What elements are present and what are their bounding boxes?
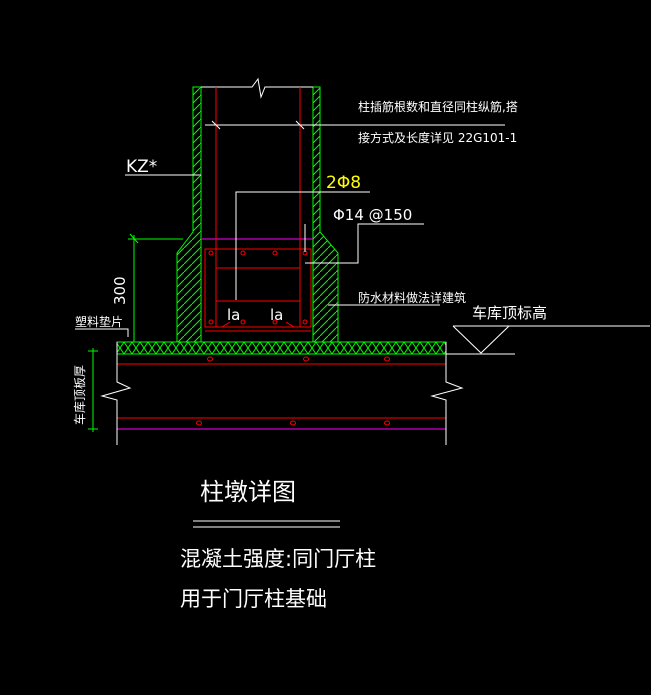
elevation-label: 车库顶标高 <box>472 304 547 322</box>
pad-label: 塑料垫片 <box>75 314 123 329</box>
slab-thickness-label: 车库顶板厚 <box>72 365 87 425</box>
anchor-left-label: la <box>227 306 240 324</box>
stirrup-top-label: 2Φ8 <box>326 173 361 193</box>
dowel-note-line2: 接方式及长度详见 22G101-1 <box>358 130 517 145</box>
dowel-note-line1: 柱插筋根数和直径同柱纵筋,搭 <box>358 99 518 114</box>
break-line <box>201 77 313 99</box>
anchor-right-label: la <box>270 306 283 324</box>
waterproof-note: 防水材料做法详建筑 <box>358 290 466 305</box>
roof-slab <box>100 342 464 445</box>
leaders <box>75 120 650 355</box>
rebar <box>204 87 312 332</box>
stirrup-label: Φ14 @150 <box>333 206 412 224</box>
dimension-300: 300 <box>111 276 129 305</box>
note-line-2: 用于门厅柱基础 <box>180 587 327 611</box>
column-label: KZ* <box>126 157 157 177</box>
dimension-lines <box>88 233 183 432</box>
column-outline <box>176 77 339 343</box>
drawing-title: 柱墩详图 <box>200 478 296 506</box>
note-line-1: 混凝土强度:同门厅柱 <box>180 547 376 571</box>
plastic-pad-layer <box>116 341 447 355</box>
